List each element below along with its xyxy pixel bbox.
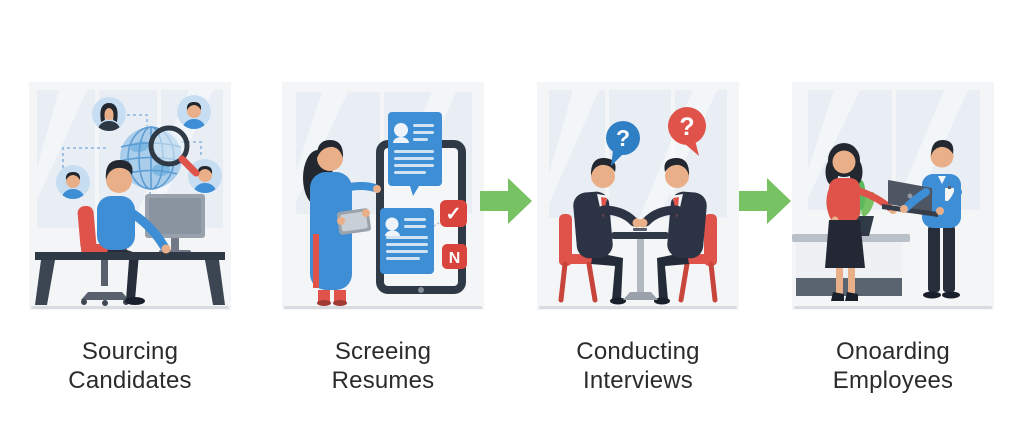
- laptop-icon: [882, 180, 938, 217]
- manager-woman: [825, 143, 897, 301]
- arrow-right-icon: [480, 178, 532, 224]
- step-label-line1: Sourcing: [81, 338, 179, 365]
- recruiter-hand: [161, 244, 171, 254]
- step-label-conducting-interviews: Conducting Interviews: [537, 337, 739, 395]
- floor-line: [539, 306, 737, 309]
- illustration-screening-resumes: ✓ N: [282, 82, 484, 310]
- interview-chair: [558, 214, 598, 303]
- desk: [35, 252, 225, 305]
- screening-woman: [303, 140, 371, 306]
- step-label-line1: Onoarding: [836, 338, 950, 365]
- new-employee-man: [882, 139, 962, 299]
- candidate-avatar-icon: [177, 95, 211, 129]
- woman-arm: [341, 182, 379, 192]
- resume-card: [388, 112, 442, 196]
- question-mark: ?: [616, 125, 630, 151]
- question-bubble-blue: ?: [606, 121, 640, 166]
- step-label-line2: Interviews: [582, 367, 694, 394]
- approve-check-badge: ✓: [440, 200, 467, 227]
- woman-hand: [373, 185, 381, 193]
- step-label-line1: Screeing: [334, 338, 432, 365]
- question-bubble-red: ?: [668, 107, 706, 156]
- illustration-conducting-interviews: ? ?: [537, 82, 739, 310]
- step-label-onboarding-employees: Onoarding Employees: [792, 337, 994, 395]
- magnifier-icon: [148, 125, 200, 177]
- recruiter-arm: [122, 205, 170, 253]
- floor-line: [31, 306, 229, 309]
- panel-sourcing-candidates: [29, 82, 231, 310]
- panel-screening-resumes: ✓ N: [282, 82, 484, 310]
- resume-card: [380, 208, 434, 274]
- step-label-sourcing-candidates: Sourcing Candidates: [29, 337, 231, 395]
- arrow-right-icon: [739, 178, 791, 224]
- panel-onboarding-employees: [792, 82, 994, 310]
- question-mark: ?: [679, 113, 694, 141]
- pedestal-table: [611, 228, 669, 300]
- candidate-avatar-icon: [56, 165, 90, 199]
- step-label-screening-resumes: Screeing Resumes: [282, 337, 484, 395]
- candidate-avatar-icon: [188, 159, 222, 193]
- interviewer-person: [573, 157, 642, 305]
- candidate-person: [638, 157, 707, 305]
- reject-icon: N: [449, 250, 461, 267]
- panel-conducting-interviews: ? ?: [537, 82, 739, 310]
- step-label-line2: Resumes: [331, 367, 435, 394]
- candidate-avatar-icon: [92, 97, 126, 131]
- small-tablet-icon: [336, 208, 371, 235]
- floor-line: [794, 306, 992, 309]
- check-icon: ✓: [446, 204, 462, 225]
- monitor-icon: [145, 194, 205, 254]
- step-label-line1: Conducting: [576, 338, 700, 365]
- illustration-sourcing-candidates: [29, 82, 231, 310]
- step-label-line2: Candidates: [68, 367, 192, 394]
- illustration-onboarding-employees: [792, 82, 994, 310]
- floor-line: [284, 306, 482, 309]
- step-label-line2: Employees: [832, 367, 954, 394]
- reject-badge: N: [442, 244, 467, 269]
